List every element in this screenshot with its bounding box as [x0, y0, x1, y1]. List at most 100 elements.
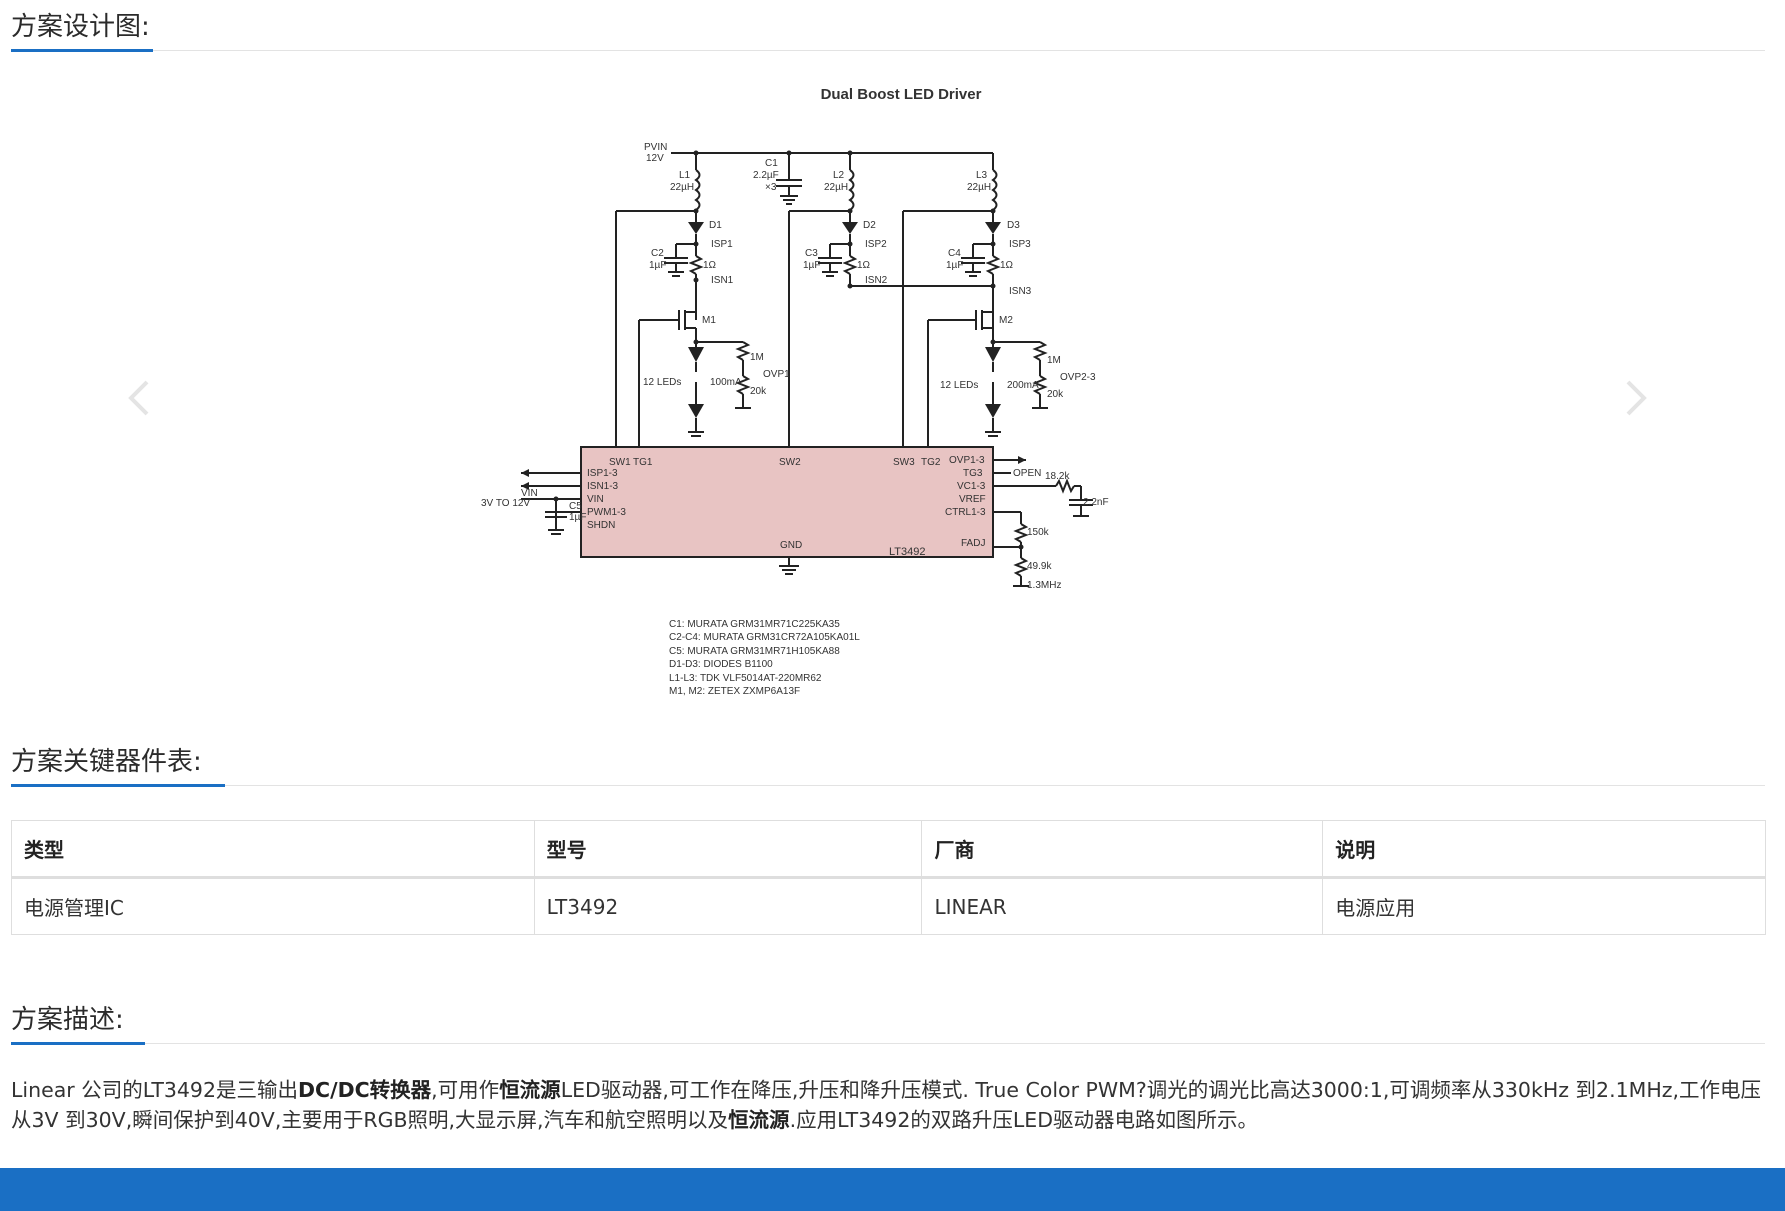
- pin-isn: ISN1-3: [587, 481, 619, 492]
- label-l1: L1: [679, 170, 691, 181]
- label-c1-qty: ×3: [765, 182, 777, 193]
- carousel-next-button[interactable]: [1614, 368, 1654, 428]
- label-freq: 1.3MHz: [1027, 580, 1062, 591]
- keyword-link-constant-current-2[interactable]: 恒流源: [728, 1108, 790, 1132]
- label-c3: C3: [805, 248, 818, 259]
- label-isp2: ISP2: [865, 239, 887, 250]
- pin-vref: VREF: [959, 494, 986, 505]
- carousel-prev-button[interactable]: [121, 368, 161, 428]
- pin-tg1: TG1: [633, 457, 653, 468]
- label-l3: L3: [976, 170, 988, 181]
- label-r3: 1Ω: [1000, 260, 1014, 271]
- pin-ctrl: CTRL1-3: [945, 507, 986, 518]
- label-r-ctrl: 150k: [1027, 527, 1049, 538]
- note-line: C2-C4: MURATA GRM31CR72A105KA01L: [669, 632, 860, 644]
- label-current-1: 100mA: [710, 377, 742, 388]
- label-d1: D1: [709, 220, 722, 231]
- schematic-drawing: [521, 150, 1093, 587]
- pin-fadj: FADJ: [961, 538, 986, 549]
- label-ovp1: OVP1: [763, 369, 790, 380]
- note-line: L1-L3: TDK VLF5014AT-220MR62: [669, 672, 822, 684]
- column-header-vendor: 厂商: [921, 820, 1324, 879]
- keyword-link-dcdc[interactable]: DC/DC转换器: [298, 1078, 432, 1102]
- note-line: C5: MURATA GRM31MR71H105KA88: [669, 645, 840, 657]
- label-c4-value: 1µF: [946, 260, 964, 271]
- label-l3-value: 22µH: [967, 182, 992, 193]
- label-vin: VIN: [521, 488, 538, 499]
- label-d2: D2: [863, 220, 876, 231]
- label-r-bot-2: 20k: [1047, 389, 1064, 400]
- pin-vc: VC1-3: [957, 481, 986, 492]
- label-open: OPEN: [1013, 468, 1042, 479]
- label-isp3: ISP3: [1009, 239, 1031, 250]
- label-leds-1: 12 LEDs: [643, 377, 682, 388]
- pin-isp: ISP1-3: [587, 468, 618, 479]
- footer-bar: [0, 1168, 1785, 1211]
- table-row: 电源管理IC LT3492 LINEAR 电源应用: [11, 877, 1766, 935]
- column-header-note: 说明: [1322, 820, 1766, 879]
- label-isn1: ISN1: [711, 275, 734, 286]
- label-leds-2: 12 LEDs: [940, 380, 979, 391]
- keyword-link-constant-current[interactable]: 恒流源: [499, 1078, 561, 1102]
- label-c5-value: 1µF: [569, 512, 587, 523]
- bom-notes: C1: MURATA GRM31MR71C225KA35 C2-C4: MURA…: [669, 618, 860, 698]
- label-l2-value: 22µH: [824, 182, 849, 193]
- section-components-underline: [11, 784, 225, 787]
- section-design-title: 方案设计图:: [11, 12, 150, 42]
- components-table: 类型 型号 厂商 说明 电源管理IC LT3492 LINEAR 电源应用: [11, 820, 1766, 935]
- pin-sw2: SW2: [779, 457, 801, 468]
- section-design-header: 方案设计图:: [11, 10, 1765, 52]
- pin-tg3: TG3: [963, 468, 983, 479]
- pin-sw3: SW3: [893, 457, 915, 468]
- description-segment: Linear 公司的LT3492是三输出: [11, 1078, 299, 1102]
- label-pvin-voltage: 12V: [646, 153, 664, 164]
- table-header-row: 类型 型号 厂商 说明: [11, 820, 1766, 879]
- chip-name: LT3492: [889, 546, 926, 558]
- description-segment: LED驱动器,可工作在降压,升压和降升压模式. True Color PWM?调…: [11, 1078, 1762, 1132]
- column-header-model: 型号: [533, 820, 923, 879]
- circuit-diagram: Dual Boost LED Driver: [481, 72, 1281, 712]
- section-description-underline: [11, 1042, 145, 1045]
- description-segment: ,可用作: [431, 1078, 500, 1102]
- pin-sw1: SW1: [609, 457, 631, 468]
- cell-type: 电源管理IC: [11, 877, 535, 935]
- pin-pwm: PWM1-3: [587, 507, 626, 518]
- label-isp1: ISP1: [711, 239, 733, 250]
- label-r-top-2: 1M: [1047, 355, 1061, 366]
- note-line: D1-D3: DIODES B1100: [669, 659, 773, 671]
- diagram-title: Dual Boost LED Driver: [820, 86, 982, 103]
- pin-shdn: SHDN: [587, 520, 616, 531]
- pin-tg2: TG2: [921, 457, 941, 468]
- label-m1: M1: [702, 315, 716, 326]
- description-text: Linear 公司的LT3492是三输出DC/DC转换器,可用作恒流源LED驱动…: [11, 1075, 1771, 1135]
- label-isn3: ISN3: [1009, 286, 1032, 297]
- label-r-vc: 18.2k: [1045, 471, 1070, 482]
- pin-ovp: OVP1-3: [949, 455, 985, 466]
- label-current-2: 200mA: [1007, 380, 1039, 391]
- label-c5: C5: [569, 501, 582, 512]
- chevron-left-icon: [128, 380, 149, 416]
- label-c4: C4: [948, 248, 961, 259]
- column-header-type: 类型: [11, 820, 535, 879]
- label-d3: D3: [1007, 220, 1020, 231]
- label-isn2: ISN2: [865, 275, 888, 286]
- label-c1: C1: [765, 158, 778, 169]
- label-pvin: PVIN: [644, 142, 668, 153]
- label-c2: C2: [651, 248, 664, 259]
- label-r-fadj: 49.9k: [1027, 561, 1052, 572]
- section-components-header: 方案关键器件表:: [11, 745, 1765, 787]
- pin-vin: VIN: [587, 494, 604, 505]
- label-vin-range: 3V TO 12V: [481, 498, 531, 509]
- label-m2: M2: [999, 315, 1013, 326]
- pin-gnd: GND: [780, 540, 803, 551]
- label-l2: L2: [833, 170, 845, 181]
- label-ovp2: OVP2-3: [1060, 372, 1096, 383]
- chevron-right-icon: [1626, 380, 1647, 416]
- note-line: C1: MURATA GRM31MR71C225KA35: [669, 619, 840, 630]
- note-line: M1, M2: ZETEX ZXMP6A13F: [669, 686, 801, 698]
- description-segment: .应用LT3492的双路升压LED驱动器电路如图所示。: [789, 1108, 1259, 1132]
- label-r-bot-1: 20k: [750, 386, 767, 397]
- label-c1-value: 2.2µF: [753, 170, 779, 181]
- cell-model: LT3492: [533, 877, 923, 935]
- cell-note: 电源应用: [1322, 877, 1766, 935]
